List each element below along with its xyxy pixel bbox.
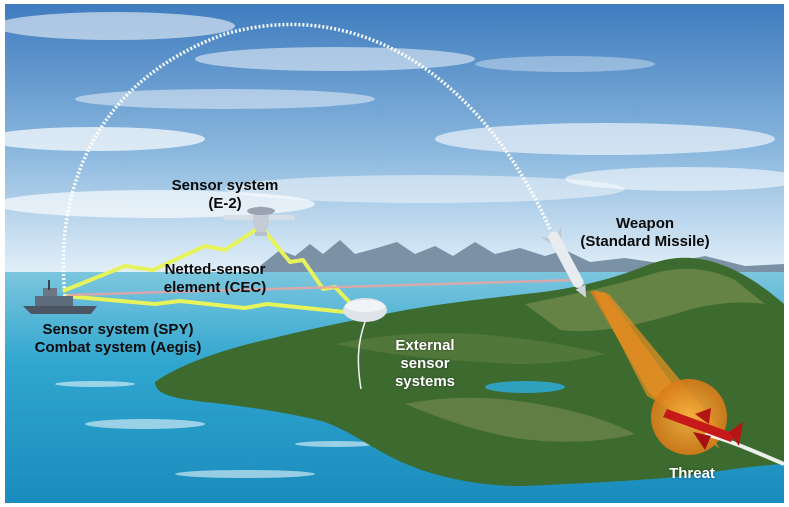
link-ship-e2 [62,227,259,293]
label-sensor-e2-line1: Sensor system [171,177,279,194]
threat-missile-icon [663,408,743,450]
aerostat-icon [343,298,387,390]
label-sensor-e2-line2: (E-2) [208,195,242,212]
label-external-line1: External [395,337,455,354]
label-threat: Threat [669,465,715,482]
label-external-line2: sensor [400,355,450,372]
sea-foam [55,381,375,478]
label-external-sensors: External sensor systems [380,337,470,391]
sensor-links [62,227,357,314]
label-spy-line1: Sensor system (SPY) [42,321,194,338]
island-terrain [335,333,605,364]
label-netted-line1: Netted-sensor [164,261,266,278]
label-weapon: Weapon (Standard Missile) [565,215,725,251]
ship-icon [23,280,97,314]
e2-aircraft-icon [223,206,295,236]
label-spy-aegis: Sensor system (SPY) Combat system (Aegis… [13,321,223,357]
label-external-line3: systems [394,373,456,390]
island-terrain-2 [405,397,635,442]
label-weapon-line2: (Standard Missile) [580,233,710,250]
illustration [5,4,784,503]
cec-beam [66,278,576,297]
threat-trail [704,432,784,466]
island-highlights [525,268,765,332]
link-ship-aerostat [64,294,346,314]
scene: Sensor system (E-2) Weapon (Standard Mis… [5,4,784,503]
missile-trajectory [61,22,552,297]
inlet [485,381,565,393]
label-weapon-line1: Weapon [615,215,675,232]
link-e2-aerostat [261,227,357,310]
label-netted-sensor: Netted-sensor element (CEC) [145,261,285,297]
label-spy-line2: Combat system (Aegis) [34,339,202,356]
label-netted-line2: element (CEC) [163,279,267,296]
label-sensor-e2: Sensor system (E-2) [155,177,295,213]
